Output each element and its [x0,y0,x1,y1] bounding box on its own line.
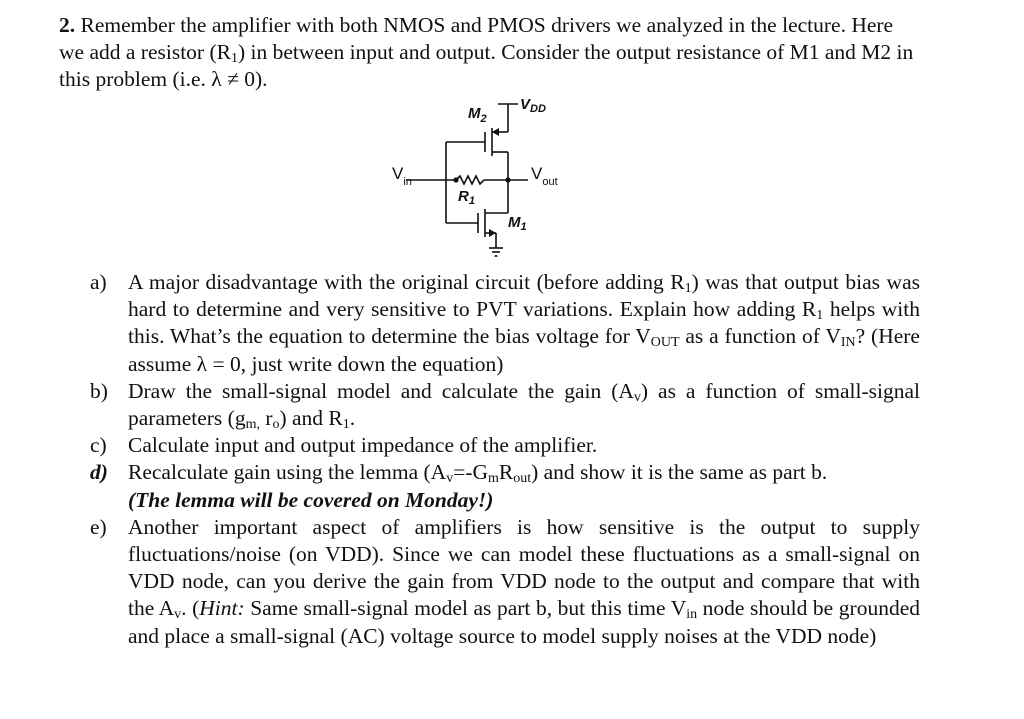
r1-label-sub: 1 [469,195,475,207]
part-c: c) Calculate input and output impedance o… [90,432,920,459]
vout-node-dot [505,177,511,183]
part-d-note: (The lemma will be covered on Monday!) [128,487,494,512]
problem-text-1: Remember the amplifier with both NMOS an… [59,13,894,64]
m2-label: M [468,105,481,122]
part-b-text-5: . [349,406,356,431]
r1-resistor [455,174,485,186]
part-b-text-2: ) as a function of small-signal paramete… [128,378,920,431]
vout-label-sub: out [542,176,557,188]
part-e-text-1: Another important aspect of amplifiers i… [128,514,920,621]
part-d-text-4: ) and show it is the same as part b. [531,460,828,485]
part-a-sub-2: 1 [816,307,824,323]
svg-text:Vout: Vout [531,164,558,188]
part-c-label: c) [90,433,107,458]
r1-label: R [458,188,469,205]
part-d-label: d) [90,460,108,485]
part-a-sub-1: 1 [684,280,692,296]
part-c-text-1: Calculate input and output impedance of … [128,433,598,458]
part-d-text-2: =-G [453,460,489,485]
part-a-label: a) [90,270,107,294]
part-b-sub-1: v [633,389,641,405]
part-e-label: e) [90,514,107,539]
part-a: a) A major disadvantage with the original… [90,269,920,378]
part-b-text-1: Draw the small-signal model and calculat… [128,378,634,403]
part-e: e) Another important aspect of amplifiers… [90,514,920,650]
vin-label: V [392,164,404,183]
svg-text:M2: M2 [468,105,487,125]
vdd-label-sub: DD [530,103,546,115]
part-b-text-3: r [259,406,273,431]
part-a-text-2: ) was that output bias was hard to deter… [128,270,920,322]
part-a-text-1: A major disadvantage with the original c… [128,270,685,294]
vout-label: V [531,164,543,183]
problem-number: 2. [59,13,76,37]
svg-text:M1: M1 [508,214,527,233]
part-a-text-3: helps with this. What’s the equation to … [128,297,921,349]
part-e-sub-1: v [174,607,182,623]
svg-text:Vin: Vin [392,164,412,188]
part-b: b) Draw the small-signal model and calcul… [90,378,920,432]
problem-text-2: ) in between input and output. Consider … [59,40,914,91]
svg-text:VDD: VDD [520,96,546,115]
part-d-sub-1: v [446,471,454,487]
part-e-text-2: . ( [181,596,200,621]
part-d-sub-3: out [513,471,532,487]
problem-statement: 2. Remember the amplifier with both NMOS… [59,12,919,93]
part-b-sub-2: m, [245,416,260,432]
part-e-sub-3: in [686,607,698,623]
vin-node-dot [453,177,459,183]
part-d-text-1: Recalculate gain using the lemma (A [128,460,447,485]
part-a-sub-4: IN [840,335,856,351]
part-b-sub-4: 1 [342,416,350,432]
part-a-sub-3: OUT [650,335,680,351]
part-b-label: b) [90,378,108,403]
part-e-hint: Hint: [199,596,245,621]
m1-arrow-icon [489,229,496,237]
vin-label-sub: in [403,176,412,188]
m1-label-sub: 1 [521,221,527,233]
part-a-text-4: as a function of V [679,324,841,349]
part-d: d) Recalculate gain using the lemma (Av=-… [90,459,920,513]
svg-text:R1: R1 [458,188,475,207]
vdd-label: V [520,96,532,113]
amplifier-schematic: VDD M2 Vin Vout R1 M1 [392,96,558,257]
problem-text-sub: 1 [230,50,238,66]
part-d-sub-2: m [488,471,499,487]
part-e-text-3: Same small-signal model as part b, but t… [244,596,687,621]
part-a-text-5: ? (Here assume λ = 0, just write down th… [128,324,920,376]
question-parts-list: a) A major disadvantage with the original… [90,269,920,650]
m1-label: M [508,214,521,231]
part-b-text-4: ) and R [279,406,343,431]
m2-label-sub: 2 [480,113,487,125]
part-d-text-3: R [498,460,514,485]
part-b-sub-3: o [272,416,280,432]
m2-arrow-icon [492,128,499,136]
part-e-text-4: node should be grounded and place a smal… [128,596,920,648]
